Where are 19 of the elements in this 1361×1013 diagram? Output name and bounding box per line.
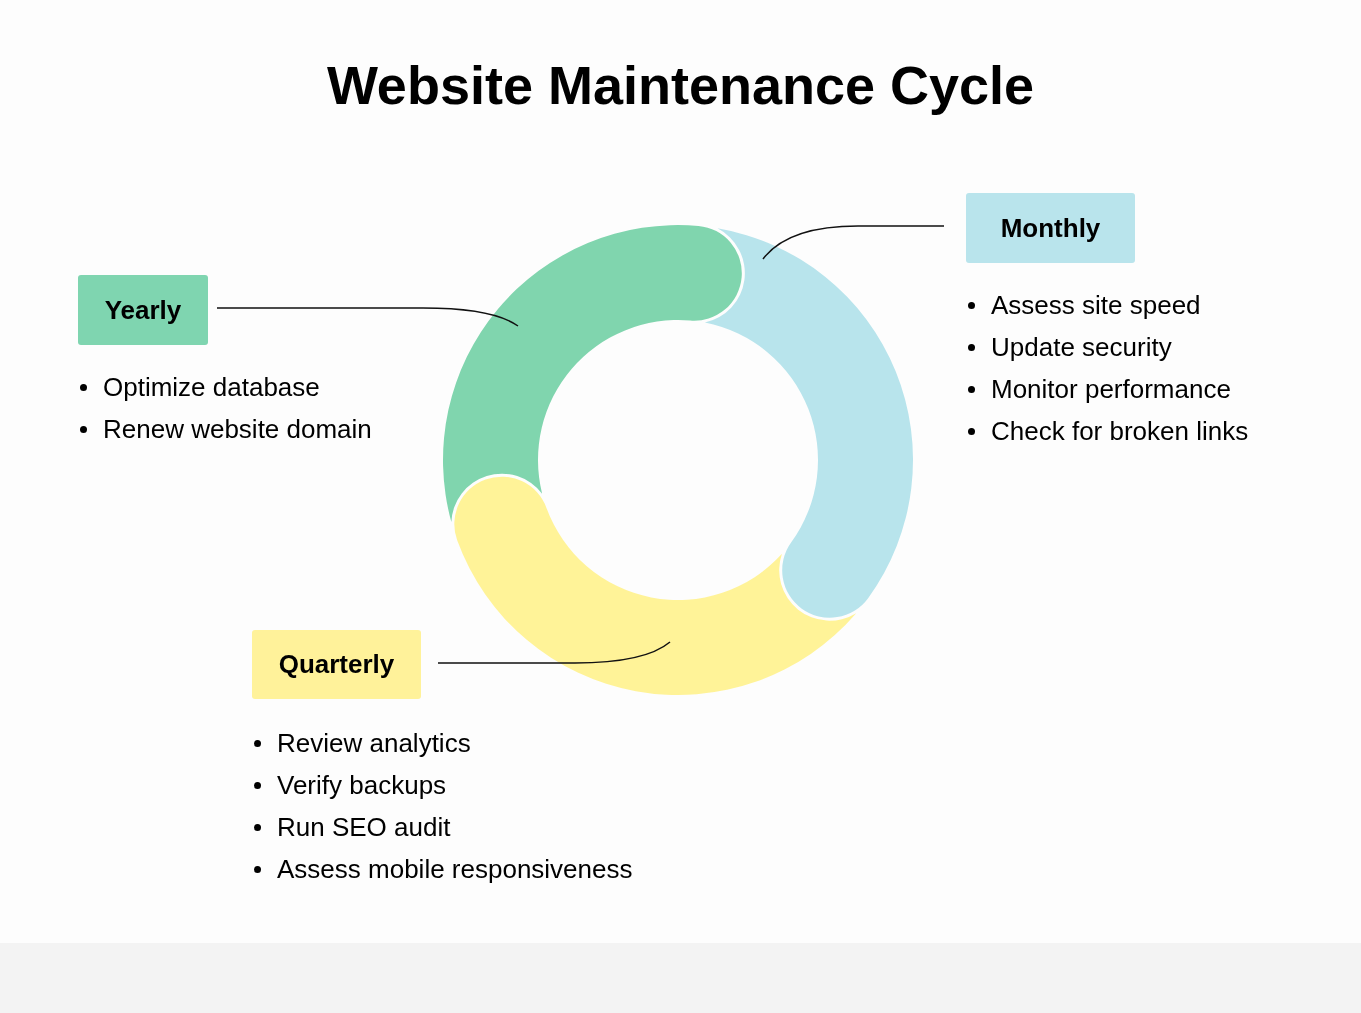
- ring-segment: [443, 225, 742, 523]
- task-item: Check for broken links: [991, 414, 1249, 448]
- task-item: Run SEO audit: [277, 810, 451, 844]
- leader-line: [437, 641, 671, 664]
- task-item: Review analytics: [277, 726, 471, 760]
- ring-segment: [704, 228, 913, 618]
- leader-line: [216, 307, 519, 327]
- leader-line: [762, 225, 945, 260]
- ring-segment: [454, 476, 857, 695]
- task-item: Renew website domain: [103, 412, 372, 446]
- task-item: Monitor performance: [991, 372, 1231, 406]
- task-item: Optimize database: [103, 370, 320, 404]
- task-item: Update security: [991, 330, 1172, 364]
- task-item: Verify backups: [277, 768, 447, 802]
- category-tag: Monthly: [966, 193, 1135, 263]
- category-tag: Quarterly: [252, 630, 421, 699]
- task-item: Assess site speed: [991, 288, 1201, 322]
- category-tag: Yearly: [78, 275, 208, 345]
- task-item: Assess mobile responsiveness: [277, 852, 633, 886]
